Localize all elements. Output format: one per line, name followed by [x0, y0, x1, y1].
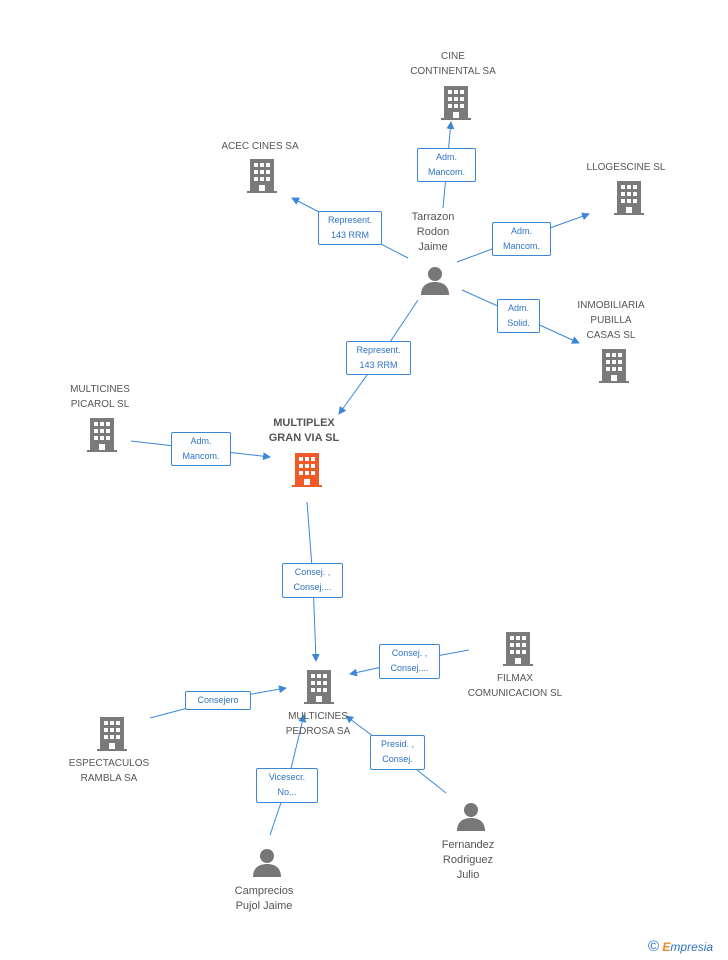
- person-icon: [421, 267, 449, 295]
- edge-label-tarrazon-acec[interactable]: Represent. 143 RRM: [318, 211, 382, 245]
- edge-label-tarrazon-cine[interactable]: Adm. Mancom.: [417, 148, 476, 182]
- person-label: Camprecios Pujol Jaime: [234, 885, 294, 912]
- edge-label-camprecios-pedrosa[interactable]: Vicesecr. No...: [256, 768, 318, 803]
- person-icon: [457, 803, 485, 831]
- edge-label-fernandez-pedrosa[interactable]: Presid. , Consej.: [370, 735, 425, 770]
- building-icon: [304, 670, 334, 704]
- company-label: FILMAX COMUNICACION SL: [467, 673, 563, 699]
- edge-label-tarrazon-llogescine[interactable]: Adm. Mancom.: [492, 222, 551, 256]
- building-icon: [97, 717, 127, 751]
- company-label: MULTICINES PEDROSA SA: [285, 711, 351, 737]
- edge-label-espectaculos-pedrosa[interactable]: Consejero: [185, 691, 251, 710]
- edge-label-filmax-pedrosa[interactable]: Consej. , Consej....: [379, 644, 440, 679]
- company-label: LLOGESCINE SL: [586, 162, 666, 173]
- edge-label-picarol-multiplex[interactable]: Adm. Mancom.: [171, 432, 231, 466]
- company-label: ACEC CINES SA: [221, 141, 299, 152]
- building-icon: [599, 349, 629, 383]
- building-icon: [247, 159, 277, 193]
- person-icon: [253, 849, 281, 877]
- edge-label-tarrazon-multiplex[interactable]: Represent. 143 RRM: [346, 341, 411, 375]
- company-label: CINE CONTINENTAL SA: [410, 51, 496, 77]
- building-icon: [614, 181, 644, 215]
- building-icon: [87, 418, 117, 452]
- company-label: ESPECTACULOS RAMBLA SA: [68, 758, 150, 784]
- edge-label-tarrazon-inmobiliaria[interactable]: Adm. Solid.: [497, 299, 540, 333]
- brand-name: mpresia: [670, 940, 714, 954]
- main-company-label: MULTIPLEX GRAN VIA SL: [268, 417, 340, 444]
- building-icon: [441, 86, 471, 120]
- empresia-logo: © Empresia: [648, 938, 713, 955]
- building-icon: [292, 453, 322, 487]
- copyright-symbol: ©: [648, 938, 660, 955]
- edge-label-multiplex-pedrosa[interactable]: Consej. , Consej....: [282, 563, 343, 598]
- company-label: MULTICINES PICAROL SL: [70, 384, 130, 410]
- brand-initial: E: [662, 940, 671, 954]
- company-label: INMOBILIARIA PUBILLA CASAS SL: [577, 300, 645, 341]
- person-label: Fernandez Rodriguez Julio: [441, 839, 495, 881]
- person-label: Tarrazon Rodon Jaime: [411, 211, 455, 253]
- building-icon: [503, 632, 533, 666]
